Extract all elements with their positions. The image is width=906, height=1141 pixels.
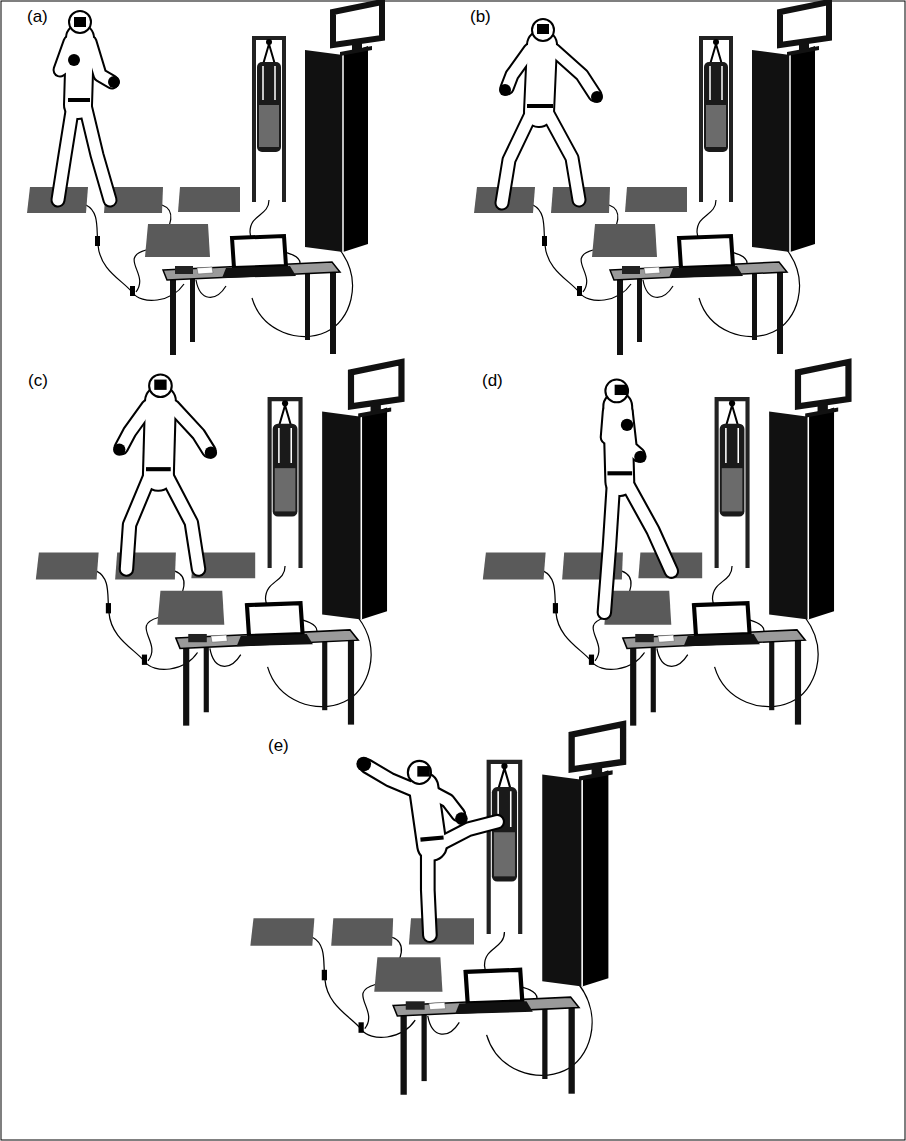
panel-b xyxy=(474,2,829,355)
athlete-part xyxy=(607,471,632,475)
athlete-part xyxy=(367,766,497,935)
panel-d xyxy=(483,362,849,726)
athlete-part xyxy=(417,766,430,777)
athlete-part xyxy=(74,17,86,27)
lab-scene xyxy=(27,2,382,355)
panel-letter: (b) xyxy=(470,8,491,25)
athlete-part xyxy=(591,91,603,103)
athlete-part xyxy=(367,766,497,935)
athlete-part xyxy=(78,38,80,105)
athlete xyxy=(604,380,671,613)
athlete-part xyxy=(146,467,171,471)
athlete-part xyxy=(618,406,620,481)
athlete-part xyxy=(68,98,90,102)
panel-e xyxy=(250,724,623,1095)
athlete-part xyxy=(158,401,160,475)
athlete-part xyxy=(615,385,627,395)
panel-a xyxy=(27,2,382,355)
athlete-part xyxy=(149,374,172,397)
athlete-part xyxy=(527,104,553,108)
athlete-part xyxy=(537,24,549,34)
panel-letter: (e) xyxy=(268,737,289,754)
athlete-part xyxy=(356,757,371,772)
athlete-part xyxy=(78,38,80,105)
athlete-part xyxy=(158,401,160,475)
lab-scene xyxy=(483,362,849,726)
athlete-part xyxy=(108,76,120,88)
athlete-part xyxy=(68,54,80,66)
athlete-part xyxy=(532,19,554,41)
athlete-part xyxy=(205,447,217,459)
athlete-part xyxy=(113,443,125,455)
athlete-part xyxy=(154,380,166,390)
athlete xyxy=(356,757,497,935)
panel-letter: (d) xyxy=(482,372,503,389)
athlete-part xyxy=(455,812,468,825)
lab-scene xyxy=(36,362,402,726)
athlete-part xyxy=(539,45,542,112)
athlete-part xyxy=(539,45,542,112)
athlete-part xyxy=(69,11,91,33)
panel-letter: (a) xyxy=(27,8,48,25)
panel-letter: (c) xyxy=(28,372,48,389)
athlete-part xyxy=(408,761,431,784)
athlete xyxy=(113,374,217,569)
athlete-part xyxy=(605,380,628,403)
athlete-part xyxy=(499,84,511,96)
athlete-part xyxy=(621,419,633,431)
lab-scene xyxy=(250,724,623,1095)
athlete-part xyxy=(618,406,620,481)
athlete-part xyxy=(420,838,443,840)
athlete xyxy=(499,19,603,203)
athlete-part xyxy=(634,451,646,463)
panel-c xyxy=(36,362,402,726)
lab-scene xyxy=(474,2,829,355)
athlete xyxy=(58,11,120,200)
